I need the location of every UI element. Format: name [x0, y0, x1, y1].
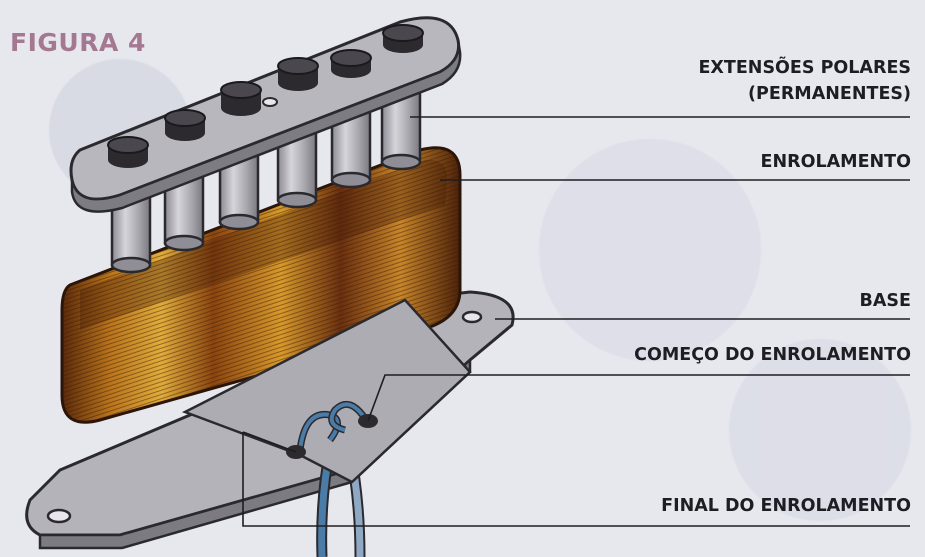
- solder-lugs: [286, 400, 378, 459]
- figure-title: FIGURA 4: [10, 28, 146, 57]
- label-extensoes-line1: EXTENSÕES POLARES: [698, 58, 911, 78]
- pole-cap-4: [277, 57, 319, 91]
- leader-line-comeco: [367, 374, 910, 422]
- pole-cap-3: [220, 81, 262, 116]
- pole-cap-2: [164, 109, 206, 141]
- pole-cap-6: [382, 24, 424, 53]
- label-extensoes-line2: (PERMANENTES): [748, 84, 911, 104]
- label-extensoes-polares: EXTENSÕES POLARES (PERMANENTES): [698, 55, 911, 107]
- leader-lines: [242, 116, 910, 527]
- label-final-enrolamento: FINAL DO ENROLAMENTO: [661, 496, 911, 516]
- base-screw-hole-left: [46, 508, 72, 524]
- top-plate-hole: [262, 97, 278, 107]
- label-enrolamento: ENROLAMENTO: [760, 152, 911, 172]
- pole-caps: [107, 24, 424, 168]
- leader-line-final-tip: [242, 431, 297, 453]
- base-screw-hole-right: [461, 310, 483, 324]
- label-comeco-enrolamento: COMEÇO DO ENROLAMENTO: [634, 345, 911, 365]
- label-base: BASE: [859, 291, 911, 311]
- pole-cap-1: [107, 136, 149, 168]
- leader-line-final: [242, 432, 910, 527]
- pole-cap-5: [330, 49, 372, 78]
